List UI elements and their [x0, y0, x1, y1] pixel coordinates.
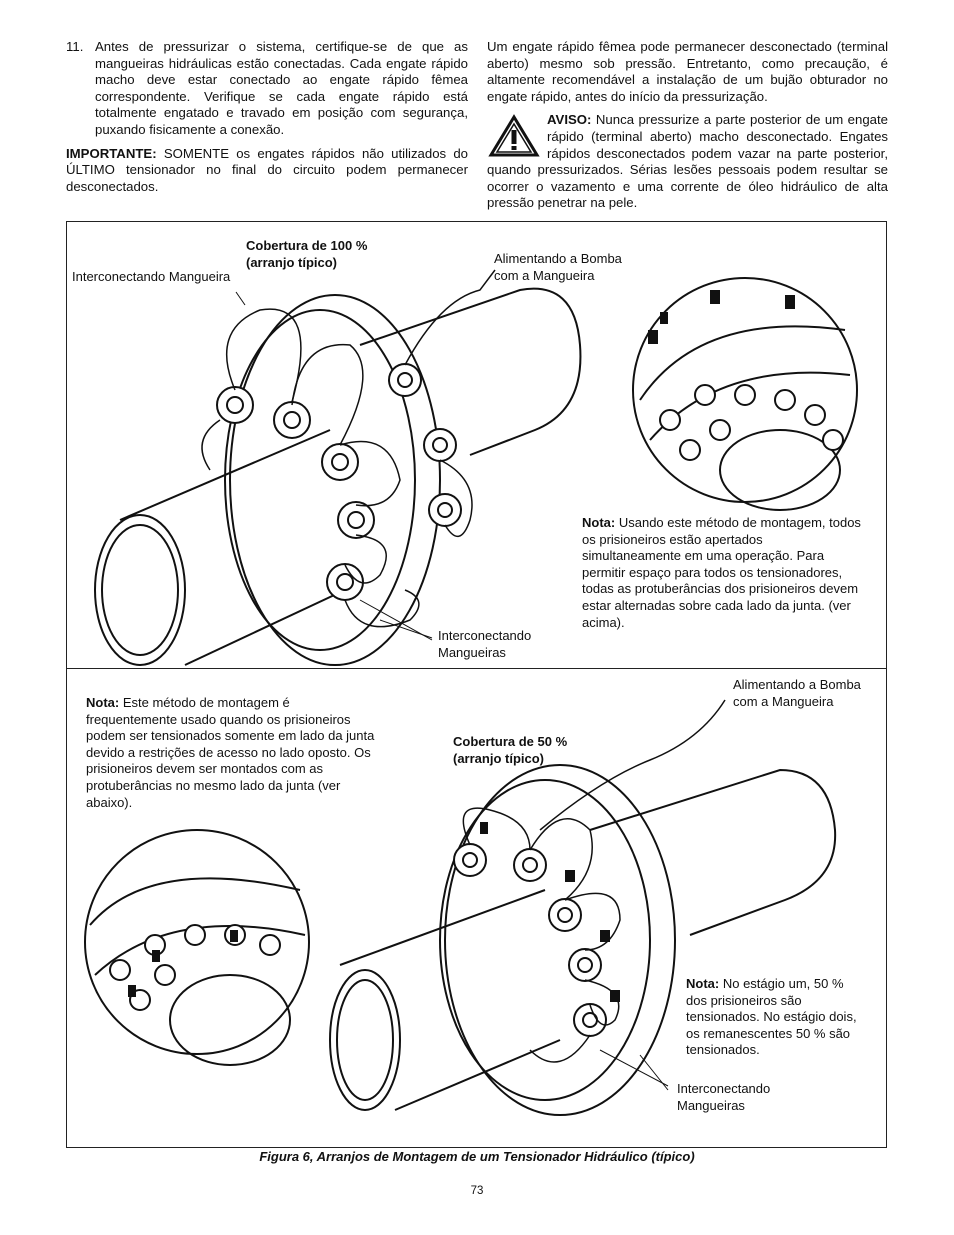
- bottom-stage-note-label: Nota:: [686, 976, 720, 991]
- top-note-label: Nota:: [582, 515, 616, 530]
- importante-paragraph: IMPORTANTE: SOMENTE os engates rápidos n…: [66, 146, 468, 196]
- top-interconnect-label: Interconectando Mangueira: [72, 269, 231, 284]
- bottom-stage-note-text: No estágio um, 50 % dos prisioneiros são…: [686, 976, 857, 1058]
- importante-text: SOMENTE os engates rápidos não utilizado…: [66, 145, 469, 194]
- top-note: Nota: Usando este método de montagem, to…: [582, 515, 862, 631]
- top-interconnect-bottom-label: Interconectando Mangueiras: [438, 628, 531, 661]
- engate-paragraph: Um engate rápido fêmea pode permanecer d…: [487, 39, 888, 104]
- bottom-note-text: Este método de montagem é frequentemente…: [86, 695, 375, 810]
- figure-caption: Figura 6, Arranjos de Montagem de um Ten…: [259, 1149, 695, 1164]
- left-column: 11. Antes de pressurizar o sistema, cert…: [66, 39, 468, 195]
- page-number: 73: [470, 1185, 484, 1197]
- top-interconnect-bottom-line2: Mangueiras: [438, 644, 506, 660]
- bottom-pump-label: Alimentando a Bomba com a Mangueira: [733, 677, 861, 710]
- top-pump-label: Alimentando a Bomba com a Mangueira: [494, 251, 622, 284]
- importante-label: IMPORTANTE:: [66, 145, 157, 161]
- right-column: Um engate rápido fêmea pode permanecer d…: [487, 39, 888, 212]
- bottom-coverage-title: Cobertura de 50 %: [453, 734, 568, 749]
- figure-frame: Cobertura de 100 % (arranjo típico) Inte…: [66, 221, 887, 1148]
- bottom-coverage-label: Cobertura de 50 % (arranjo típico): [453, 734, 567, 767]
- bottom-note: Nota: Este método de montagem é frequent…: [86, 695, 376, 811]
- bottom-interconnect-line2: Mangueiras: [677, 1097, 745, 1113]
- top-coverage-label: Cobertura de 100 % (arranjo típico): [246, 238, 367, 271]
- step-number: 11.: [66, 39, 84, 54]
- top-coverage-title: Cobertura de 100 %: [246, 238, 368, 253]
- top-note-text: Usando este método de montagem, todos os…: [582, 515, 861, 630]
- step-11-text: Antes de pressurizar o sistema, certifiq…: [95, 39, 468, 137]
- bottom-pump-label-line2: com a Mangueira: [733, 693, 834, 709]
- bottom-note-label: Nota:: [86, 695, 120, 710]
- bottom-interconnect-line1: Interconectando: [677, 1081, 771, 1096]
- bottom-coverage-subtitle: (arranjo típico): [453, 750, 545, 766]
- aviso-block: AVISO: Nunca pressurize a parte posterio…: [487, 112, 888, 212]
- bottom-pump-label-line1: Alimentando a Bomba: [733, 677, 861, 692]
- aviso-label: AVISO:: [547, 112, 592, 128]
- warning-triangle-icon: [488, 114, 540, 157]
- top-coverage-subtitle: (arranjo típico): [246, 254, 338, 270]
- aviso-text: Nunca pressurize a parte posterior de um…: [487, 112, 888, 211]
- bottom-stage-note: Nota: No estágio um, 50 % dos prisioneir…: [686, 976, 864, 1059]
- bottom-interconnect-label: Interconectando Mangueiras: [677, 1081, 770, 1114]
- aviso-paragraph: AVISO: Nunca pressurize a parte posterio…: [487, 112, 888, 212]
- top-pump-label-line1: Alimentando a Bomba: [494, 251, 622, 266]
- top-pump-label-line2: com a Mangueira: [494, 267, 595, 283]
- step-11: 11. Antes de pressurizar o sistema, cert…: [66, 39, 468, 139]
- figure-divider: [67, 668, 886, 669]
- top-interconnect-bottom-line1: Interconectando: [438, 628, 532, 643]
